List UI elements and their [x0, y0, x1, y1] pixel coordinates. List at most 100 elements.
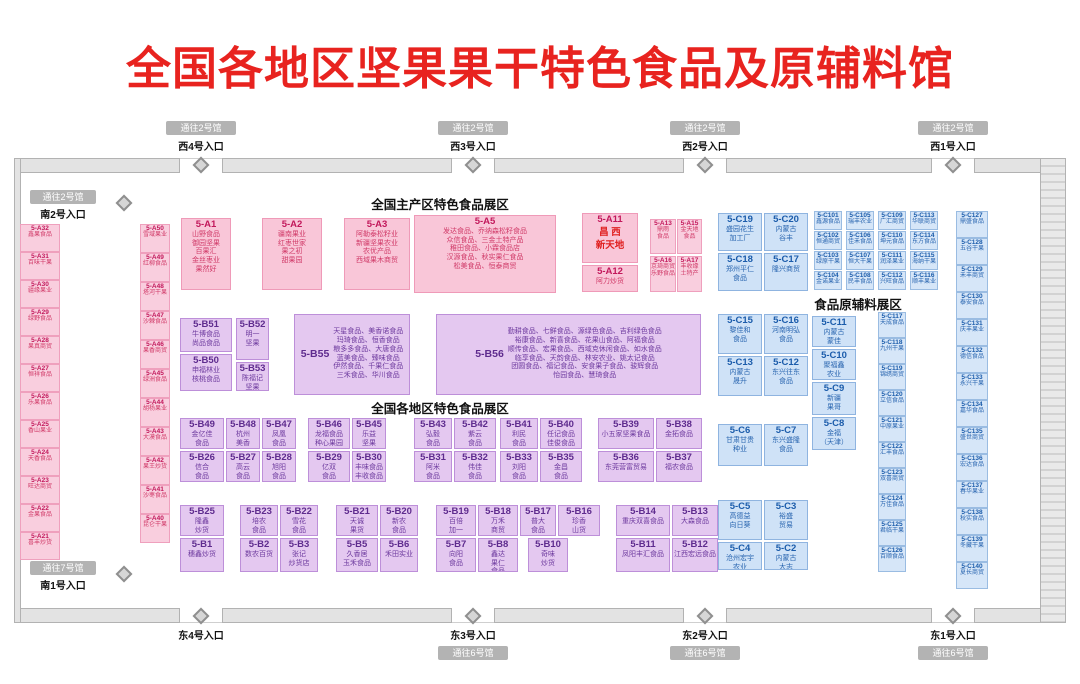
booth-exhibitors: 信合 食品 [195, 463, 209, 480]
booth-exhibitors: 君临干果 [879, 528, 904, 535]
wall [14, 158, 180, 173]
booth-id: 5-B33 [506, 452, 532, 463]
booth-exhibitors: 利民 食品 [512, 430, 526, 447]
booth-exhibitors: 立信食品 [879, 398, 904, 405]
booth-id: 5-C101 [817, 212, 839, 219]
booth-id: 5-A15 [680, 220, 699, 227]
booth-exhibitors: 中原果业 [879, 424, 904, 431]
booth-exhibitors: 甘肃甘贵 种业 [726, 436, 754, 453]
booth-exhibitors: 金果食品 [27, 512, 52, 519]
booth-id: 5-C110 [881, 232, 903, 239]
booth-exhibitors: 百倍 加一 [449, 517, 463, 534]
booth-id: 5-B55 [300, 348, 330, 361]
booth-exhibitors: 大漠食品 [142, 435, 167, 442]
booth-id: 5-B14 [630, 506, 656, 517]
booth-id: 5-B23 [246, 506, 272, 517]
booth-exhibitors: 盛园花生 加工厂 [726, 225, 754, 242]
booth-exhibitors: 张记 炒货店 [288, 550, 310, 567]
booth-id: 5-C134 [961, 401, 983, 408]
booth-exhibitors: 发达食品、乔纳森松籽食品 众信食品、三金土特产品 稚田食品、小霖食品店 汉源食品… [443, 227, 527, 270]
booth-id: 5-C133 [961, 374, 983, 381]
booth-id: 5-A22 [31, 505, 49, 512]
hall-link-badge: 通往2号馆 [166, 121, 236, 135]
booth-exhibitors: 绿洲食品 [142, 377, 167, 384]
booth-id: 5-B5 [346, 539, 368, 550]
booth-id: 5-C109 [881, 212, 903, 219]
booth-id: 5-C111 [881, 252, 903, 259]
booth-exhibitors: 海纳干果 [911, 259, 936, 266]
booth-id: 5-C139 [961, 536, 983, 543]
booth-id: 5-A3 [366, 219, 388, 230]
booth-id: 5-A40 [146, 515, 164, 522]
booth-id: 5-C120 [881, 391, 903, 398]
booth-exhibitors: 盛世商贸 [959, 435, 984, 442]
booth-exhibitors: 伟佳 食品 [468, 463, 482, 480]
booth-exhibitors: 河南明弘 食品 [772, 326, 800, 343]
hall-link-badge: 通往6号馆 [438, 646, 508, 660]
booth-id: 5-A16 [654, 257, 672, 264]
booth-id: 5-C102 [817, 232, 839, 239]
booth-id: 5-C112 [881, 272, 903, 279]
booth-id: 5-B46 [316, 419, 342, 430]
booth-id: 5-B32 [462, 452, 488, 463]
booth-id: 5-B18 [485, 506, 511, 517]
wall [494, 158, 684, 173]
booth-id: 5-B27 [230, 452, 256, 463]
booth-exhibitors: 东莞营富贸易 [605, 463, 647, 471]
booth-exhibitors: 汇丰食品 [879, 450, 904, 457]
booth-id: 5-C108 [849, 272, 871, 279]
booth-id: 5-B6 [388, 539, 410, 550]
booth-exhibitors: 春华果业 [959, 489, 984, 496]
booth-id: 5-C135 [961, 428, 983, 435]
booth-id: 5-B31 [420, 452, 446, 463]
booth-id: 5-B29 [316, 452, 342, 463]
booth-exhibitors: 金天地 食品 [680, 227, 699, 241]
booth-exhibitors: 恒祥食品 [27, 372, 52, 379]
booth-exhibitors: 隆兴商贸 [772, 265, 800, 273]
booth-id: 5-A29 [31, 309, 49, 316]
booth-exhibitors: 丰收缘 土特产 [680, 264, 699, 278]
booth-exhibitors: 裕盛 贸易 [779, 512, 793, 529]
booth-exhibitors: 百顺食品 [879, 554, 904, 561]
booth-exhibitors: 凤阳丰汇食品 [622, 550, 664, 558]
booth-exhibitors: 陈福记 坚果 [242, 374, 263, 391]
booth-id: 5-C104 [817, 272, 839, 279]
booth-id: 5-B30 [356, 452, 382, 463]
entrance-label: 东2号入口 [682, 631, 728, 642]
booth-exhibitors: 香山果业 [27, 428, 52, 435]
booth-id: 5-A30 [31, 281, 49, 288]
booth-id: 5-A26 [31, 393, 49, 400]
booth-exhibitors: 果真商贸 [27, 344, 52, 351]
hall-link-badge: 通往6号馆 [670, 646, 740, 660]
booth-id: 5-B45 [356, 419, 382, 430]
booth-id: 5-C118 [881, 339, 903, 346]
booth-exhibitors: 福农食品 [665, 463, 693, 471]
booth-id: 5-C128 [961, 239, 983, 246]
booth-id: 5-A25 [31, 421, 49, 428]
booth-id: 5-C117 [881, 313, 903, 320]
